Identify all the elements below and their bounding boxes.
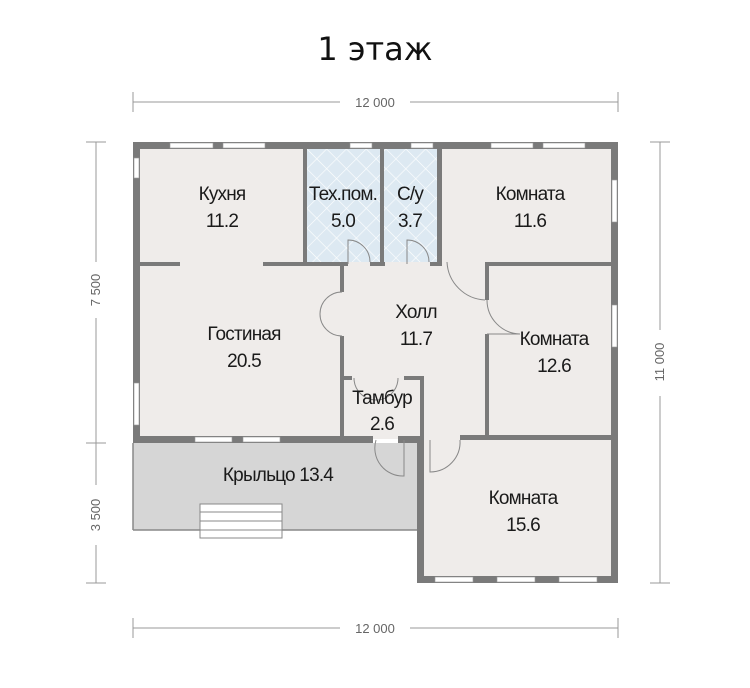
dimension-bottom-label: 12 000: [355, 621, 395, 636]
floor-title: 1 этаж: [317, 30, 432, 68]
room-bedroom-2: Комната 12.6: [520, 329, 591, 377]
dimension-top-label: 12 000: [355, 95, 395, 110]
porch-steps: [199, 503, 283, 539]
windows: [133, 142, 618, 583]
room-vestibule: Тамбур 2.6: [352, 388, 413, 435]
dimension-top: 12 000: [132, 92, 619, 112]
doors: [319, 239, 521, 477]
svg-text:Комната: Комната: [520, 329, 590, 350]
svg-text:Холл: Холл: [395, 302, 437, 323]
svg-text:11.6: 11.6: [514, 211, 547, 232]
svg-text:Тех.пом.: Тех.пом.: [309, 184, 377, 205]
svg-text:С/у: С/у: [397, 184, 424, 205]
room-tech: Тех.пом. 5.0: [309, 184, 378, 232]
svg-text:15.6: 15.6: [506, 515, 540, 536]
tech-room-tile: [307, 149, 380, 262]
svg-text:Комната: Комната: [489, 488, 559, 509]
svg-text:20.5: 20.5: [227, 351, 261, 372]
dimension-bottom: 12 000: [132, 618, 619, 638]
svg-text:3.7: 3.7: [398, 211, 422, 232]
svg-text:Кухня: Кухня: [199, 184, 246, 205]
svg-text:Тамбур: Тамбур: [352, 388, 412, 409]
dimension-right: 11 000: [650, 141, 670, 584]
dimension-left-lower-label: 3 500: [88, 499, 103, 532]
svg-text:Гостиная: Гостиная: [207, 324, 280, 345]
room-living: Гостиная 20.5: [207, 324, 281, 372]
room-bathroom: С/у 3.7: [397, 184, 425, 232]
svg-text:11.2: 11.2: [206, 211, 239, 232]
bathroom-tile: [384, 149, 437, 262]
room-bedroom-1: Комната 11.6: [496, 184, 567, 232]
room-bedroom-3: Комната 15.6: [489, 488, 560, 536]
room-hall: Холл 11.7: [395, 302, 437, 350]
svg-text:12.6: 12.6: [537, 356, 571, 377]
svg-text:5.0: 5.0: [331, 211, 355, 232]
svg-text:2.6: 2.6: [370, 414, 394, 435]
dimension-left-upper-label: 7 500: [88, 274, 103, 307]
svg-text:Комната: Комната: [496, 184, 566, 205]
porch-label: Крыльцо 13.4: [223, 465, 334, 486]
dimension-right-label: 11 000: [652, 343, 667, 382]
svg-text:11.7: 11.7: [400, 329, 433, 350]
dimension-left: 7 500 3 500: [86, 141, 106, 584]
room-kitchen: Кухня 11.2: [199, 184, 247, 232]
